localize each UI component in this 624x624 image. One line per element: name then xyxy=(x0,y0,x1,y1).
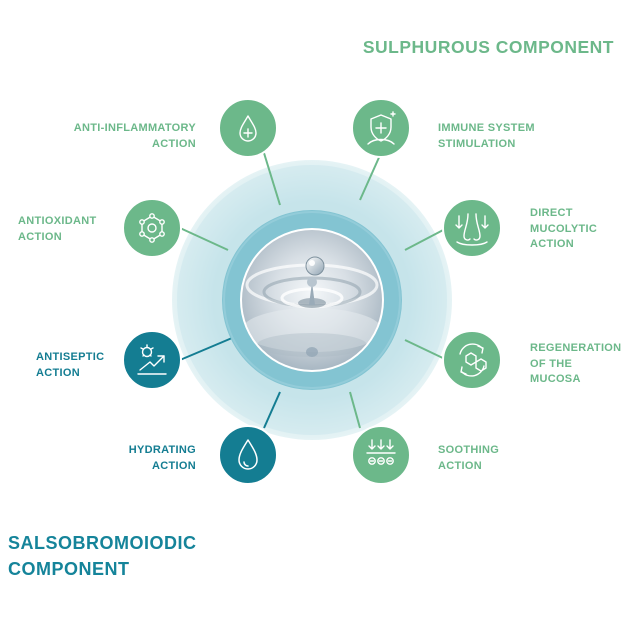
bacteria-arrow-icon xyxy=(137,344,167,375)
anti-inflammatory-label: ANTI-INFLAMMATORY ACTION xyxy=(73,122,196,150)
shield-plus-icon xyxy=(367,111,396,145)
water-drop-image xyxy=(240,228,384,372)
water-drop-icon xyxy=(238,439,258,470)
regeneration-node xyxy=(442,330,502,390)
mucolytic-node xyxy=(442,198,502,258)
mucolytic-label: DIRECT MUCOLYTIC ACTION xyxy=(530,207,598,250)
soothing-arrows-icon xyxy=(366,439,396,465)
antioxidant-label: ANTIOXIDANT ACTION xyxy=(18,215,97,243)
molecule-icon xyxy=(139,213,165,243)
hydrating-node xyxy=(218,425,278,485)
cell-renew-icon xyxy=(459,343,487,377)
sulphurous-component-title: SULPHUROUS COMPONENT xyxy=(362,37,614,57)
regeneration-label: REGENERATION OF THE MUCOSA xyxy=(530,342,622,385)
drop-plus-icon xyxy=(239,115,257,142)
immune-node xyxy=(351,98,411,158)
nose-arrows-icon xyxy=(455,213,489,246)
immune-system-label: IMMUNE SYSTEM STIMULATION xyxy=(438,122,535,150)
connector-lines xyxy=(179,152,448,429)
soothing-node xyxy=(351,425,411,485)
antioxidant-node xyxy=(122,198,182,258)
soothing-label: SOOTHING ACTION xyxy=(438,444,500,472)
hydrating-label: HYDRATING ACTION xyxy=(128,444,196,472)
antiseptic-node xyxy=(122,330,182,390)
salsobromoiodic-component-title: SALSOBROMOIODIC COMPONENT xyxy=(8,533,197,579)
antiseptic-label: ANTISEPTIC ACTION xyxy=(36,351,105,379)
anti-inflammatory-node xyxy=(218,98,278,158)
